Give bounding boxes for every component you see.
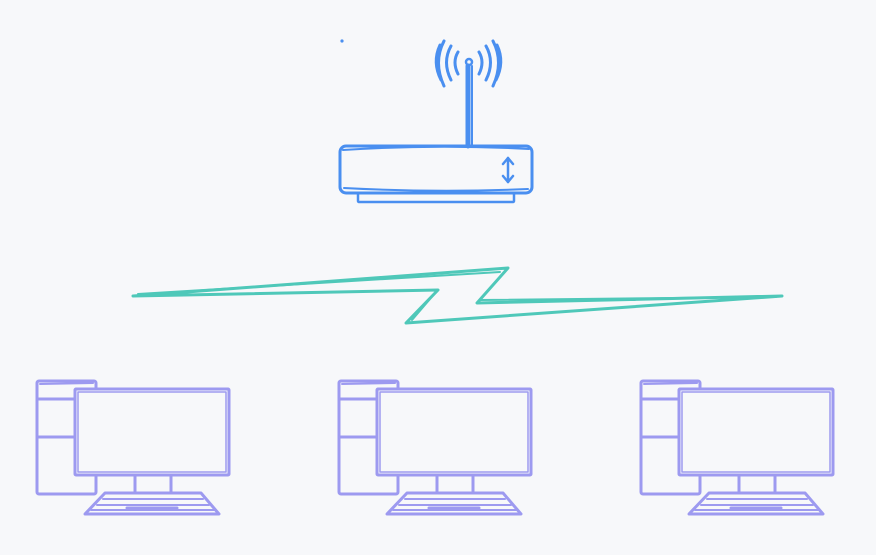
wireless-link-zigzag — [131, 266, 784, 325]
computer-monitor — [73, 387, 231, 495]
signal-waves-right — [477, 39, 503, 88]
computer-monitor — [677, 387, 835, 495]
signal-waves-left — [434, 39, 460, 88]
wifi-router-icon — [338, 39, 534, 204]
router-base — [356, 191, 516, 204]
desktop-computer-icon — [639, 379, 835, 516]
computer-monitor — [375, 387, 533, 495]
computer-keyboard — [83, 491, 221, 516]
stray-dot — [340, 39, 344, 43]
desktop-computer-icon — [337, 379, 533, 516]
computer-keyboard — [687, 491, 825, 516]
computer-keyboard — [385, 491, 523, 516]
desktop-computer-icon — [35, 379, 231, 516]
router-antenna-tip — [464, 57, 474, 67]
up-down-arrow-icon — [501, 156, 515, 184]
router-body — [338, 144, 534, 195]
